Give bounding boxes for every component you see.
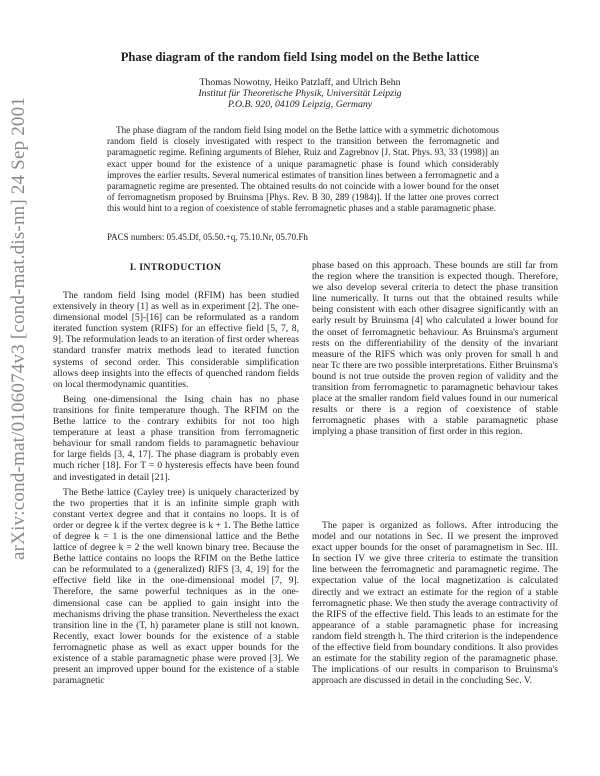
author-block: Thomas Nowotny, Heiko Patzlaff, and Ulri… — [0, 77, 600, 110]
left-column: The random field Ising model (RFIM) has … — [53, 290, 299, 690]
abstract: The phase diagram of the random field Is… — [107, 125, 499, 214]
right-column-bottom: The paper is organized as follows. After… — [312, 520, 558, 690]
paragraph: Being one-dimensional the Ising chain ha… — [53, 393, 299, 483]
paragraph: phase based on this approach. These boun… — [312, 260, 558, 438]
affiliation: Institut für Theoretische Physik, Univer… — [198, 88, 402, 99]
paper-title: Phase diagram of the random field Ising … — [120, 50, 480, 64]
paragraph: The random field Ising model (RFIM) has … — [53, 290, 299, 390]
address: P.O.B. 920, 04109 Leipzig, Germany — [227, 99, 373, 110]
right-column-top: phase based on this approach. These boun… — [312, 260, 558, 442]
paragraph: The Bethe lattice (Cayley tree) is uniqu… — [53, 486, 299, 687]
pacs-numbers: PACS numbers: 05.45.Df, 05.50.+q, 75.10.… — [107, 232, 308, 242]
paragraph: The paper is organized as follows. After… — [312, 520, 558, 687]
authors: Thomas Nowotny, Heiko Patzlaff, and Ulri… — [199, 77, 401, 88]
arxiv-side-stamp: arXiv:cond-mat/0106074v3 [cond-mat.dis-n… — [8, 96, 29, 560]
section-heading: I. INTRODUCTION — [129, 262, 222, 273]
